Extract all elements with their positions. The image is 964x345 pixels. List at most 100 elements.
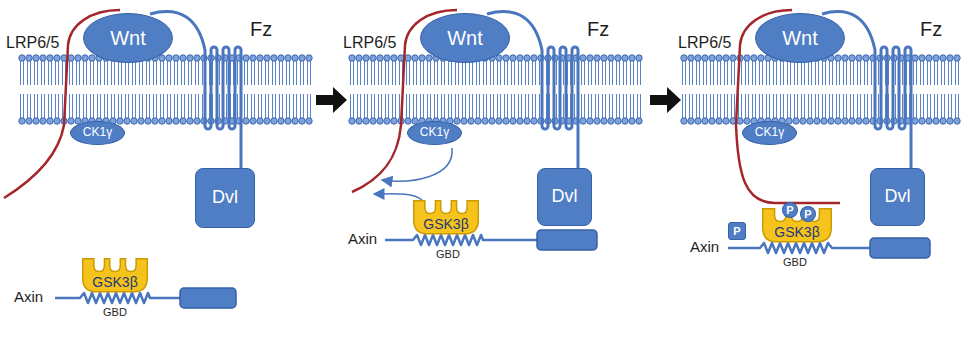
- gsk3b-shape: GSK3β: [413, 197, 479, 234]
- dvl-box: Dvl: [537, 168, 592, 226]
- lipid-tails: [683, 61, 959, 118]
- lipid-head: [503, 118, 509, 124]
- lipid-head: [758, 55, 764, 61]
- lipid-head: [496, 118, 502, 124]
- lipid-head: [482, 118, 488, 124]
- lipid-head: [257, 118, 263, 124]
- lipid-head: [636, 55, 642, 61]
- lipid-head: [243, 55, 249, 61]
- lipid-head: [173, 55, 179, 61]
- lipid-head: [19, 55, 25, 61]
- lipid-head: [54, 55, 60, 61]
- lipid-head: [124, 118, 130, 124]
- lipid-head: [278, 55, 284, 61]
- lipid-head: [695, 118, 701, 124]
- kinase-oval: CK1γ: [70, 121, 125, 145]
- protein-label: LRP6/5: [343, 34, 396, 52]
- lipid-head: [751, 55, 757, 61]
- lipid-head: [363, 118, 369, 124]
- lipid-head: [737, 118, 743, 124]
- lipid-head: [835, 118, 841, 124]
- lipid-head: [681, 118, 687, 124]
- gsk3b-outline: [83, 259, 148, 292]
- axin-chain: [385, 235, 537, 245]
- lipid-head: [940, 118, 946, 124]
- lipid-head: [180, 118, 186, 124]
- lipid-head: [82, 55, 88, 61]
- lipid-head: [524, 118, 530, 124]
- lipid-head: [601, 55, 607, 61]
- lipid-head: [716, 55, 722, 61]
- lipid-head: [842, 55, 848, 61]
- lipid-head: [159, 55, 165, 61]
- lipid-head: [412, 55, 418, 61]
- wnt-ligand: Wnt: [420, 13, 510, 63]
- lipid-head: [243, 118, 249, 124]
- protein-label: Fz: [587, 18, 609, 40]
- lipid-head: [517, 118, 523, 124]
- protein-label: Fz: [250, 18, 272, 40]
- lipid-head: [702, 55, 708, 61]
- lipid-head: [377, 55, 383, 61]
- lipid-head: [594, 118, 600, 124]
- lipid-head: [744, 118, 750, 124]
- lipid-head: [688, 118, 694, 124]
- lipid-head: [517, 55, 523, 61]
- lipid-head: [138, 118, 144, 124]
- lipid-head: [793, 118, 799, 124]
- lipid-head: [349, 55, 355, 61]
- lipid-head: [828, 118, 834, 124]
- lipid-head: [264, 55, 270, 61]
- lipid-head: [919, 118, 925, 124]
- node-text: P: [786, 204, 793, 216]
- node-text: GSK3β: [774, 225, 819, 240]
- lipid-head: [615, 55, 621, 61]
- lipid-head: [187, 118, 193, 124]
- lipid-head: [709, 118, 715, 124]
- kinase-oval: CK1γ: [407, 121, 462, 145]
- node-text: P: [733, 225, 740, 237]
- phosphorylation-arrow: [382, 148, 452, 181]
- phospho-mark: P: [728, 222, 746, 240]
- lipid-head: [47, 55, 53, 61]
- wnt-ligand: Wnt: [755, 13, 845, 63]
- node-text: Dvl: [885, 187, 911, 207]
- lipid-head: [636, 118, 642, 124]
- lipid-head: [622, 118, 628, 124]
- gsk3b-outline: [414, 201, 479, 234]
- lipid-head: [503, 55, 509, 61]
- gsk3b-outline: [763, 209, 832, 242]
- lipid-head: [940, 55, 946, 61]
- lipid-head: [580, 55, 586, 61]
- lipid-head: [405, 55, 411, 61]
- lipid-head: [531, 118, 537, 124]
- lipid-head: [912, 118, 918, 124]
- lipid-head: [926, 118, 932, 124]
- lipid-head: [933, 55, 939, 61]
- lipid-head: [510, 55, 516, 61]
- lipid-head: [580, 118, 586, 124]
- lipid-head: [608, 55, 614, 61]
- node-text: CK1γ: [83, 126, 112, 139]
- lipid-head: [349, 118, 355, 124]
- lipid-head: [947, 55, 953, 61]
- lipid-head: [384, 118, 390, 124]
- lipid-head: [250, 118, 256, 124]
- lipid-head: [744, 55, 750, 61]
- lipid-head: [608, 118, 614, 124]
- lipid-head: [524, 55, 530, 61]
- protein-label: Axin: [348, 231, 377, 248]
- lipid-head: [33, 118, 39, 124]
- lipid-head: [377, 118, 383, 124]
- lipid-head: [702, 118, 708, 124]
- lipid-head: [912, 55, 918, 61]
- lipid-head: [384, 55, 390, 61]
- lipid-head: [264, 118, 270, 124]
- domain-label: GBD: [436, 248, 460, 260]
- lipid-head: [842, 118, 848, 124]
- lipid-head: [187, 55, 193, 61]
- node-text: GSK3β: [92, 275, 137, 290]
- lipid-head: [863, 118, 869, 124]
- lipid-head: [856, 55, 862, 61]
- phospho-mark: P: [800, 206, 816, 222]
